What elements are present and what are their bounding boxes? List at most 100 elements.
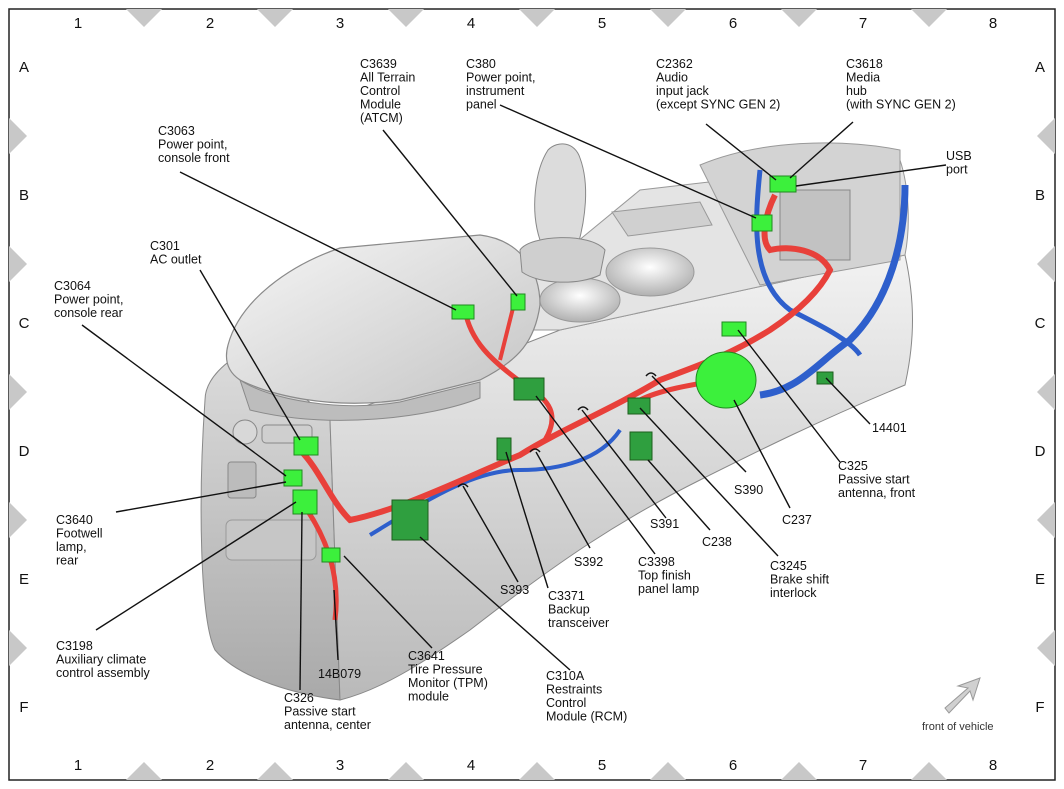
gear-shifter	[534, 143, 587, 251]
connector-c380	[751, 214, 773, 232]
splice-s392	[529, 448, 541, 453]
callout-description-line: AC outlet	[150, 253, 202, 267]
frame-marker-bottom-3	[388, 762, 424, 780]
grid-row-label-left-E: E	[19, 571, 29, 588]
splice-s390	[645, 372, 657, 377]
connector-c3398	[513, 377, 545, 401]
cup-holder-rear	[539, 277, 621, 323]
splice-markers	[457, 372, 657, 488]
leader-c326	[299, 511, 303, 691]
leader-c325	[737, 329, 841, 463]
callout-description-line: Tire Pressure	[408, 663, 483, 677]
frame-markers	[9, 9, 1055, 780]
grid-row-label-right-E: E	[1035, 571, 1045, 588]
callout-code: 14401	[872, 421, 907, 435]
grid-column-label-top-8: 8	[989, 15, 997, 32]
frame-marker-top-3	[388, 9, 424, 27]
callout-description-line: transceiver	[548, 616, 609, 630]
leader-c380	[499, 104, 757, 219]
callout-code: C238	[702, 535, 732, 549]
frame-marker-top-2	[257, 9, 293, 27]
connector-c310a	[391, 499, 429, 541]
leader-c3063	[179, 171, 457, 311]
callout-s392: S392	[574, 555, 603, 569]
callout-s391: S391	[650, 517, 679, 531]
frame-marker-bottom-4	[519, 762, 555, 780]
grid-row-label-right-C: C	[1035, 315, 1046, 332]
leader-c3618	[789, 121, 854, 179]
callout-description-line: instrument	[466, 84, 525, 98]
leader-c238	[647, 459, 711, 531]
callout-code: S390	[734, 483, 763, 497]
grid-row-label-right-F: F	[1035, 699, 1044, 716]
grid-column-label-bottom-3: 3	[336, 757, 344, 774]
callout-description-line: Backup	[548, 603, 590, 617]
callout-code: C3618	[846, 57, 883, 71]
callout-description-line: (ATCM)	[360, 111, 403, 125]
cup-holder-front	[605, 247, 695, 297]
frame-marker-bottom-6	[781, 762, 817, 780]
callout-s393: S393	[500, 583, 529, 597]
frame-marker-right-3	[1037, 374, 1055, 410]
grid-column-label-bottom-1: 1	[74, 757, 82, 774]
frame-marker-top-6	[781, 9, 817, 27]
callout-description-line: Footwell	[56, 527, 103, 541]
connector-c3371	[496, 437, 512, 461]
leader-s393	[462, 485, 519, 583]
frame-marker-bottom-5	[650, 762, 686, 780]
frame-marker-left-2	[9, 246, 27, 282]
callout-description-line: Media	[846, 71, 880, 85]
callout-description-line: antenna, center	[284, 718, 371, 732]
callout-description-line: antenna, front	[838, 486, 916, 500]
grid-row-label-right-B: B	[1035, 187, 1045, 204]
callout-description-line: Power point,	[466, 71, 535, 85]
grid-column-label-bottom-6: 6	[729, 757, 737, 774]
frame-marker-top-7	[911, 9, 947, 27]
grid-row-label-left-F: F	[19, 699, 28, 716]
frame-marker-left-1	[9, 118, 27, 154]
grid-row-label-left-C: C	[19, 315, 30, 332]
callout-code: C301	[150, 239, 180, 253]
callout-description-line: Brake shift	[770, 573, 830, 587]
leader-c3198	[95, 501, 297, 631]
rear-storage-bin	[225, 519, 317, 561]
callout-description-line: interlock	[770, 586, 817, 600]
callout-description-line: Passive start	[838, 473, 910, 487]
callout-code: C310A	[546, 669, 585, 683]
splice-s391	[577, 406, 589, 411]
callout-description-line: lamp,	[56, 540, 87, 554]
connector-c3198	[292, 489, 318, 515]
leader-s391	[581, 409, 667, 519]
callout-description-line: Control	[360, 84, 400, 98]
leader-c310a	[419, 536, 571, 671]
frame-marker-right-1	[1037, 118, 1055, 154]
frame-marker-left-3	[9, 374, 27, 410]
grid-row-label-left-D: D	[19, 443, 30, 460]
grid-row-label-right-D: D	[1035, 443, 1046, 460]
callout-code: S393	[500, 583, 529, 597]
leader-14b079	[333, 589, 339, 661]
callout-description-line: Top finish	[638, 569, 691, 583]
callout-code: 14B079	[318, 667, 361, 681]
harness-blue-media	[754, 169, 863, 357]
callout-description-line: control assembly	[56, 666, 151, 680]
leader-usb	[795, 164, 947, 187]
connectors	[283, 175, 834, 563]
callout-description-line: hub	[846, 84, 867, 98]
front-arrow-icon	[944, 677, 981, 714]
leader-lines	[81, 104, 947, 691]
callout-14b079: 14B079	[318, 667, 361, 681]
callout-code: C3064	[54, 279, 91, 293]
connector-c237	[721, 321, 747, 337]
